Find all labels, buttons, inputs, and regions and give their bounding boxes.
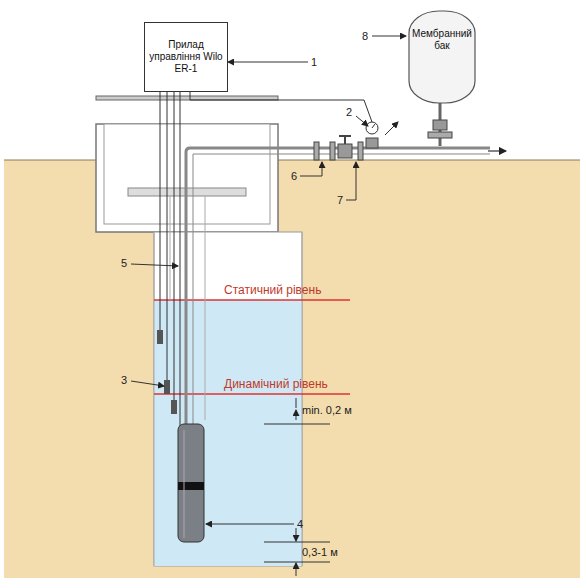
- level-label: Статичний рівень: [224, 284, 321, 297]
- control-box: Прилад управління Wilo ER-1: [144, 22, 228, 92]
- callout-number: 5: [121, 257, 127, 269]
- callout-number: 7: [337, 194, 343, 206]
- callout-number: 1: [311, 56, 317, 68]
- callout-number: 8: [362, 30, 368, 42]
- node-text: Прилад управління Wilo ER-1: [149, 39, 223, 75]
- tank-outline: [408, 10, 476, 104]
- callout-number: 2: [346, 106, 352, 118]
- membrane-tank: Мембранний бак: [408, 10, 476, 108]
- node-text: Мембранний бак: [408, 28, 476, 52]
- callout-number: 3: [121, 374, 127, 386]
- dimension-label: 0,3-1 м: [302, 546, 338, 558]
- callout-number: 6: [291, 170, 297, 182]
- callout-number: 4: [297, 518, 303, 530]
- level-label: Динамічний рівень: [224, 378, 328, 391]
- dimension-label: min. 0,2 м: [302, 404, 352, 416]
